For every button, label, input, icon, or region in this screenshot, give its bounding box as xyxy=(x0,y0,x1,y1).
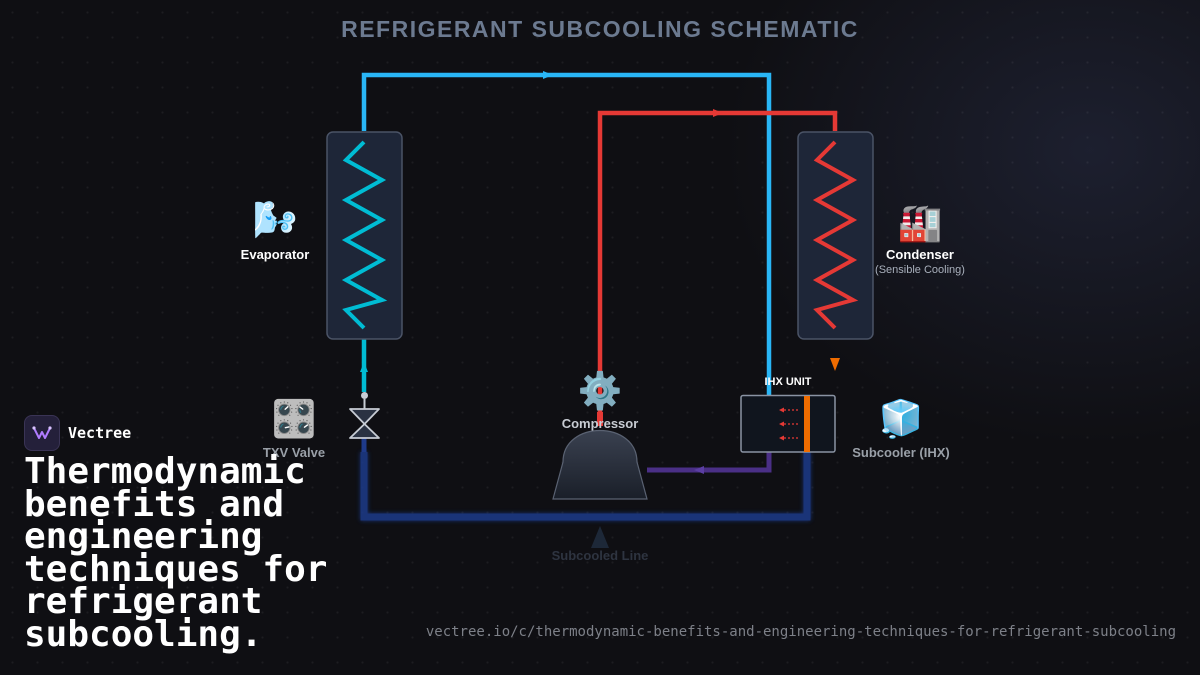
ihx-unit-label: IHX UNIT xyxy=(764,376,812,388)
compressor-label: Compressor xyxy=(561,416,639,431)
condenser-panel xyxy=(797,131,874,340)
condenser-coil xyxy=(812,140,859,330)
gear-icon: ⚙️ xyxy=(577,370,623,411)
control-knobs-icon: 🎛️ xyxy=(271,398,317,439)
factory-icon: 🏭 xyxy=(897,202,943,243)
condenser-sublabel: (Sensible Cooling) xyxy=(875,264,965,276)
vectree-logo-icon xyxy=(24,415,60,451)
subcooled-line-pipe xyxy=(360,452,811,521)
evaporator-label: Evaporator xyxy=(240,247,310,262)
condenser-outlet-arrow-icon xyxy=(830,358,840,371)
compressor-discharge-stub xyxy=(597,412,603,426)
diagram-title: REFRIGERANT SUBCOOLING SCHEMATIC xyxy=(341,16,859,42)
ice-cube-icon: 🧊 xyxy=(878,398,924,439)
condenser-label: Condenser (Sensible Cooling) xyxy=(860,247,980,276)
suction-line-arrow-icon xyxy=(694,466,704,474)
cold-line-pipe xyxy=(361,72,772,473)
compressor-body xyxy=(552,430,648,500)
hot-line-arrow-icon xyxy=(713,109,723,117)
txv-valve-symbol xyxy=(349,392,380,439)
subcooled-line-label: Subcooled Line xyxy=(551,548,649,563)
evaporator-outlet-arrow-icon xyxy=(360,362,368,372)
subcooler-label: Subcooler (IHX) xyxy=(852,445,950,460)
subcooled-line-arrow-icon xyxy=(591,526,609,548)
txv-valve-label: TXV Valve xyxy=(262,445,326,460)
page-url[interactable]: vectree.io/c/thermodynamic-benefits-and-… xyxy=(425,624,1176,640)
brand-name: Vectree xyxy=(68,424,132,442)
evaporator-coil xyxy=(341,140,388,330)
headline: Thermodynamic benefits and engineering t… xyxy=(24,451,328,655)
suction-line-pipe xyxy=(647,452,772,473)
evaporator-panel xyxy=(326,131,403,340)
condenser-label-text: Condenser xyxy=(886,247,954,262)
ihx-unit-box xyxy=(740,394,836,453)
brand[interactable]: Vectree xyxy=(24,415,131,451)
cold-line-arrow-icon xyxy=(543,71,553,79)
wind-face-icon: 🌬️ xyxy=(252,199,298,240)
